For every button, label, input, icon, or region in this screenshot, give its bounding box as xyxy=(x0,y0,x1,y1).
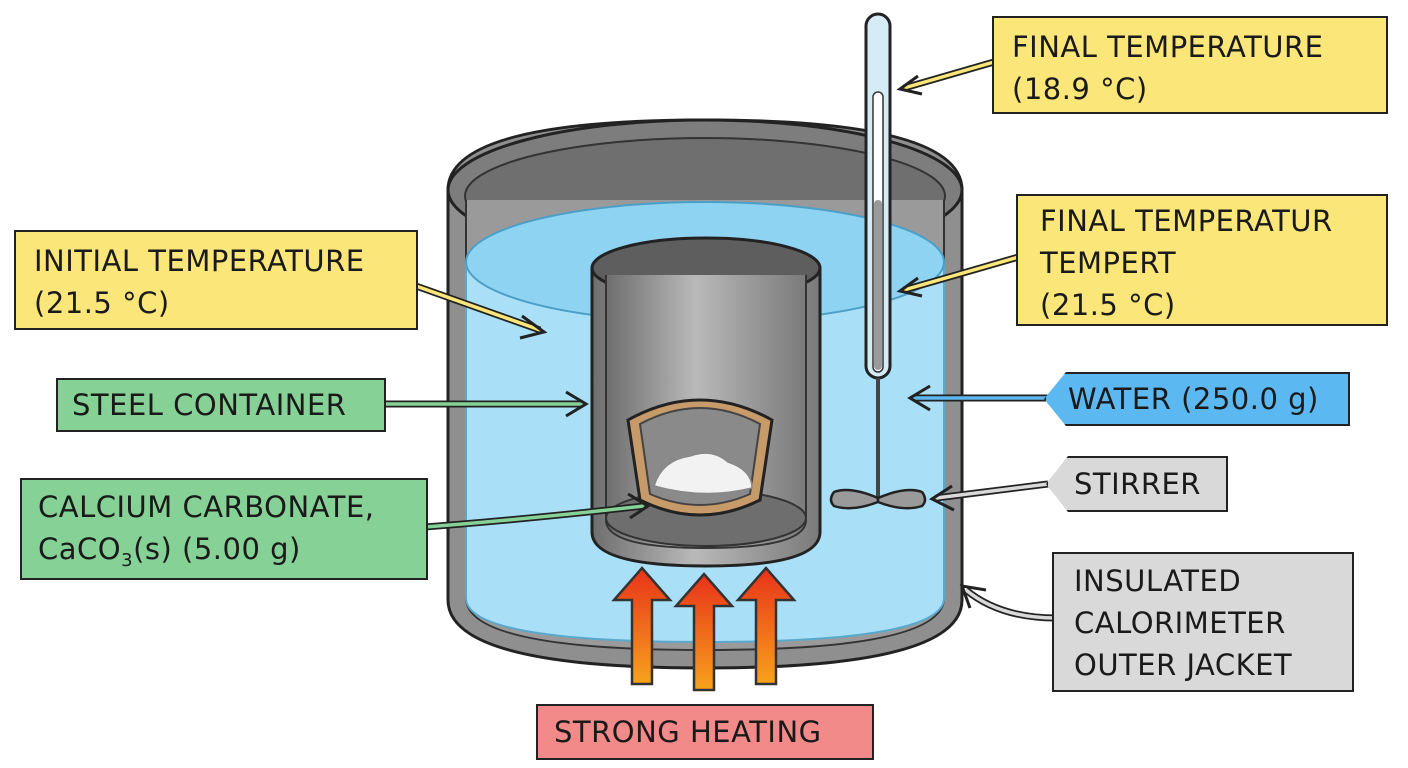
arrow-initial-temp xyxy=(519,314,548,340)
calcium-carbonate-formula: CaCO3(s) (5.00 g) xyxy=(38,528,426,582)
label-calcium-carbonate: CALCIUM CARBONATE, CaCO3(s) (5.00 g) xyxy=(20,478,428,580)
leader-arrows xyxy=(384,58,1057,622)
insulated-line3: OUTER JACKET xyxy=(1074,648,1293,682)
arrow-final-temp-mid xyxy=(896,276,923,298)
label-final-temperature-mid: FINAL TEMPERATUR TEMPERT (21.5 °C) xyxy=(1016,194,1388,326)
strong-heating-text: STRONG HEATING xyxy=(554,715,822,749)
formula-post: (s) (5.00 g) xyxy=(133,532,301,566)
arrow-final-temp-top xyxy=(896,74,923,96)
water-text: WATER (250.0 g) xyxy=(1068,382,1319,416)
insulated-line1: INSULATED xyxy=(1074,564,1242,598)
heating-arrows xyxy=(611,566,797,692)
label-final-temperature-top: FINAL TEMPERATURE (18.9 °C) xyxy=(992,16,1388,114)
arrow-calcium-carbonate xyxy=(627,492,651,520)
calcium-carbonate-line1: CALCIUM CARBONATE, xyxy=(38,490,375,524)
label-insulated-jacket: INSULATED CALORIMETER OUTER JACKET xyxy=(1052,552,1354,692)
final-temp-mid-line1: FINAL TEMPERATUR xyxy=(1040,204,1333,238)
stirrer-text: STIRRER xyxy=(1074,467,1201,501)
final-temp-top-line2: (18.9 °C) xyxy=(1012,72,1148,106)
heat-arrow-left xyxy=(611,566,673,686)
final-temp-mid-line3: (21.5 °C) xyxy=(1040,288,1176,322)
label-stirrer: STIRRER xyxy=(1046,456,1228,512)
heat-arrow-center xyxy=(673,572,735,692)
initial-temp-line1: INITIAL TEMPERATURE xyxy=(34,244,365,278)
final-temp-mid-line2: TEMPERT xyxy=(1040,246,1177,280)
arrow-steel-container xyxy=(565,390,589,418)
steel-container-text: STEEL CONTAINER xyxy=(72,388,347,422)
insulated-line2: CALORIMETER xyxy=(1074,606,1286,640)
initial-temp-line2: (21.5 °C) xyxy=(34,286,170,320)
arrow-stirrer xyxy=(928,484,955,512)
label-initial-temperature: INITIAL TEMPERATURE (21.5 °C) xyxy=(14,230,418,330)
label-steel-container: STEEL CONTAINER xyxy=(56,378,386,432)
stirrer xyxy=(829,378,927,510)
heat-arrow-right xyxy=(735,566,797,686)
formula-pre: CaCO xyxy=(38,532,122,566)
arrow-water xyxy=(907,384,931,412)
final-temp-top-line1: FINAL TEMPERATURE xyxy=(1012,30,1324,64)
crucible xyxy=(626,398,774,517)
calcium-carbonate-powder xyxy=(653,452,753,495)
formula-sub: 3 xyxy=(121,549,134,571)
arrow-insulated xyxy=(959,584,987,609)
label-water: WATER (250.0 g) xyxy=(1044,372,1350,426)
label-strong-heating: STRONG HEATING xyxy=(536,704,874,760)
thermometer xyxy=(864,12,892,380)
